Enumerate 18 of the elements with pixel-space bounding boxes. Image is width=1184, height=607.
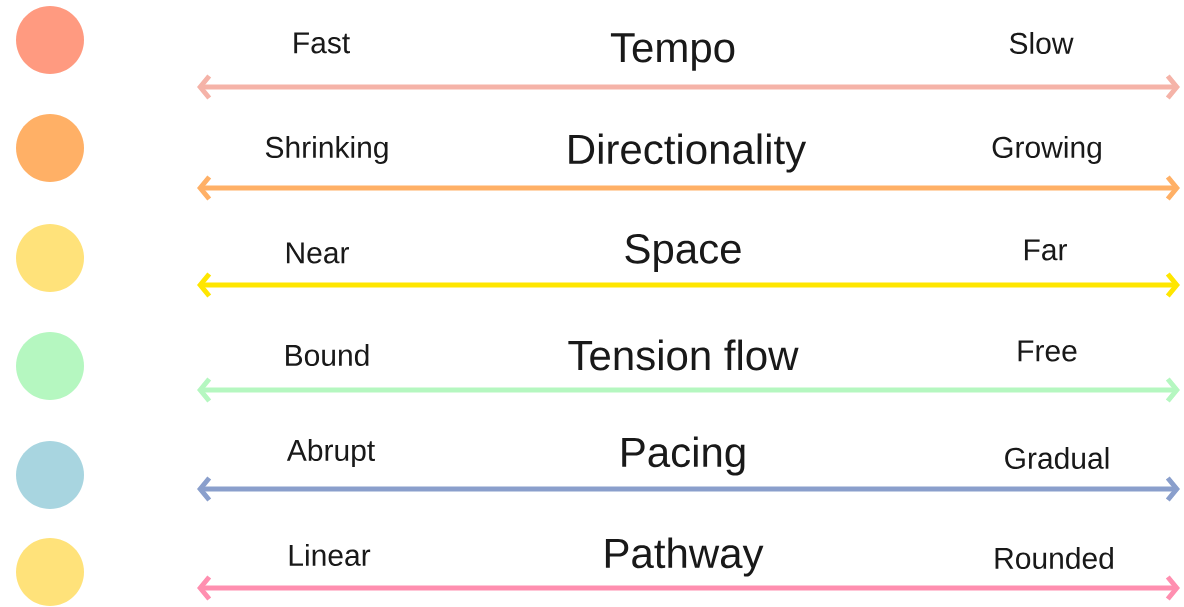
scale-title: Pacing — [622, 436, 745, 476]
scale-end-label: Gradual — [1005, 447, 1109, 469]
scale-end-label: Far — [1024, 239, 1067, 261]
scale-title: Tempo — [610, 33, 735, 71]
scale-end-label: Slow — [1009, 32, 1074, 54]
scale-end-label: Free — [1018, 340, 1077, 362]
scale-end-label: Bound — [286, 344, 369, 366]
scale-end-label: Linear — [289, 544, 371, 566]
scale-title: Directionality — [569, 133, 807, 173]
scale-end-label: Fast — [294, 32, 350, 54]
scale-title: Tension flow — [568, 339, 799, 371]
scale-end-label: Rounded — [995, 547, 1113, 569]
scale-end-label: Near — [286, 242, 349, 264]
scale-title: Space — [625, 233, 741, 272]
scale-end-label: Shrinking — [265, 136, 388, 164]
scale-title: Pathway — [605, 537, 764, 577]
scale-end-label: Abrupt — [286, 439, 375, 467]
scale-end-label: Growing — [992, 136, 1101, 164]
